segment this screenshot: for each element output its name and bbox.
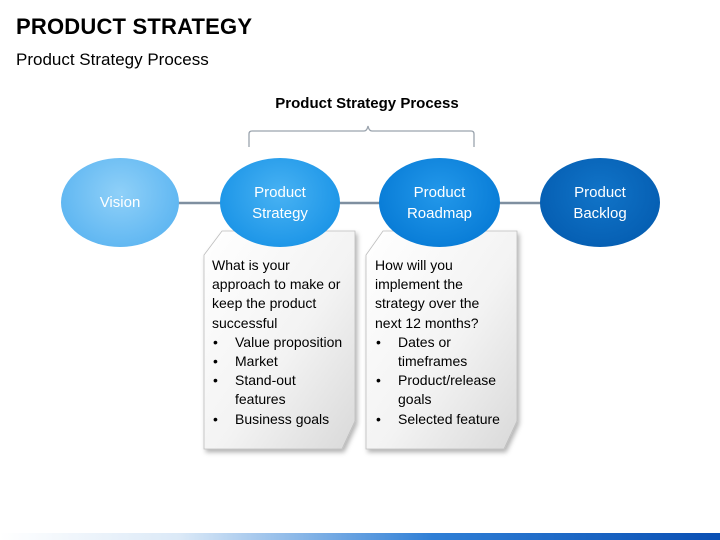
node-product-strategy: Product Strategy [220,158,340,247]
node-vision: Vision [61,158,179,247]
card-bullet: Market [212,352,357,371]
card-intro: How will you implement the strategy over… [375,256,510,333]
card-intro-line: How will you [375,257,453,273]
card-intro-line: approach to make or [212,276,341,293]
heading-bracket [248,125,475,147]
card-intro-line: implement the [375,276,463,293]
node-label-line: Product [254,183,306,201]
footer-gradient-bar [0,533,720,540]
node-product-roadmap: Product Roadmap [379,158,500,247]
node-label-line: Vision [99,194,141,211]
card-bullet-list: Value proposition Market Stand-outfeatur… [212,333,357,429]
card-bullet: Selected feature [375,410,510,429]
card-intro-line: next 12 months? [375,314,479,331]
card-roadmap-text: How will you implement the strategy over… [375,256,510,429]
card-intro-line: What is your [212,257,290,273]
node-label-line: Product [413,183,466,201]
card-intro-line: keep the product [212,295,317,312]
card-intro-line: successful [212,314,278,331]
node-product-backlog: Product Backlog [540,158,660,247]
card-strategy-text: What is your approach to make or keep th… [212,256,357,429]
card-bullet: Business goals [212,410,357,429]
node-label-line: Roadmap [406,204,473,222]
node-label-line: Backlog [573,204,627,222]
card-intro-line: strategy over the [375,295,480,312]
slide-subtitle: Product Strategy Process [16,50,209,69]
node-label-line: Product [574,183,626,201]
card-intro: What is your approach to make or keep th… [212,256,357,333]
node-label-line: Strategy [252,204,308,222]
slide-title: PRODUCT STRATEGY [16,14,253,39]
process-heading: Product Strategy Process [275,95,459,112]
card-bullet: Value proposition [212,333,357,352]
